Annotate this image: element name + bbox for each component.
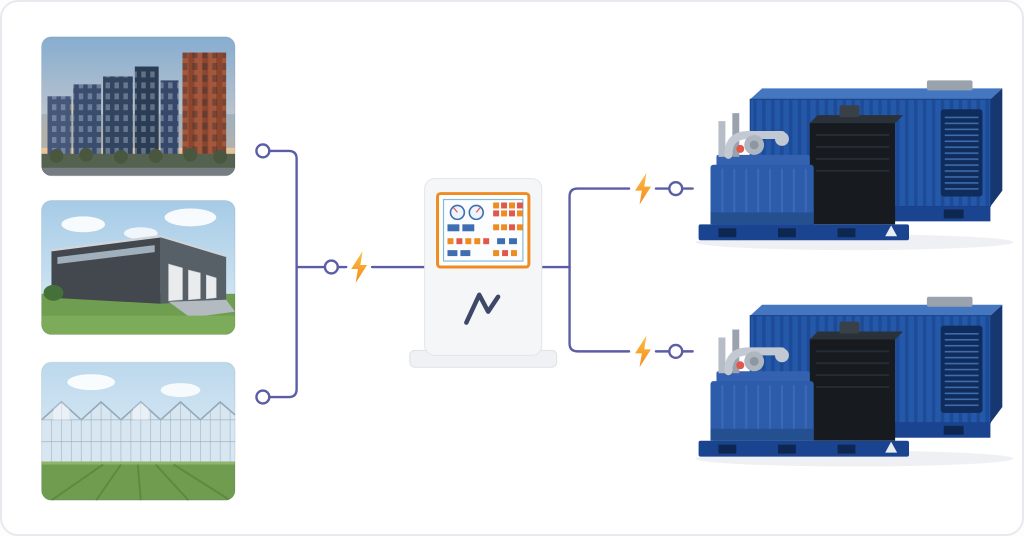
- photo-greenhouse-complex: [41, 361, 236, 501]
- connector-to-generator-top: [568, 187, 631, 269]
- brand-logo-icon: [464, 292, 501, 325]
- node-circle-generator-top: [668, 180, 684, 197]
- node-circle-middle: [323, 259, 340, 275]
- diesel-generator-2: [696, 297, 1014, 467]
- connector-residential: [268, 149, 327, 269]
- control-cabinet: [409, 178, 558, 368]
- panel-buttons: [447, 202, 523, 257]
- connection-nodes: [255, 143, 684, 405]
- photo-industrial-warehouse: [41, 200, 236, 335]
- lightning-bolt-icon-bottom: [635, 335, 651, 368]
- connection-lines: [268, 149, 694, 399]
- photo-residential-buildings: [41, 36, 236, 177]
- node-circle-generator-bottom: [668, 343, 684, 360]
- lightning-bolt-icon-left: [351, 251, 368, 283]
- node-circle-greenhouse: [255, 389, 271, 405]
- node-circle-residential: [255, 143, 271, 159]
- lightning-bolt-icon-top: [635, 172, 651, 205]
- connector-greenhouse: [268, 265, 298, 399]
- control-panel-screen: [436, 192, 531, 269]
- diesel-generator-1: [696, 80, 1014, 250]
- connector-to-generator-bottom: [568, 265, 631, 353]
